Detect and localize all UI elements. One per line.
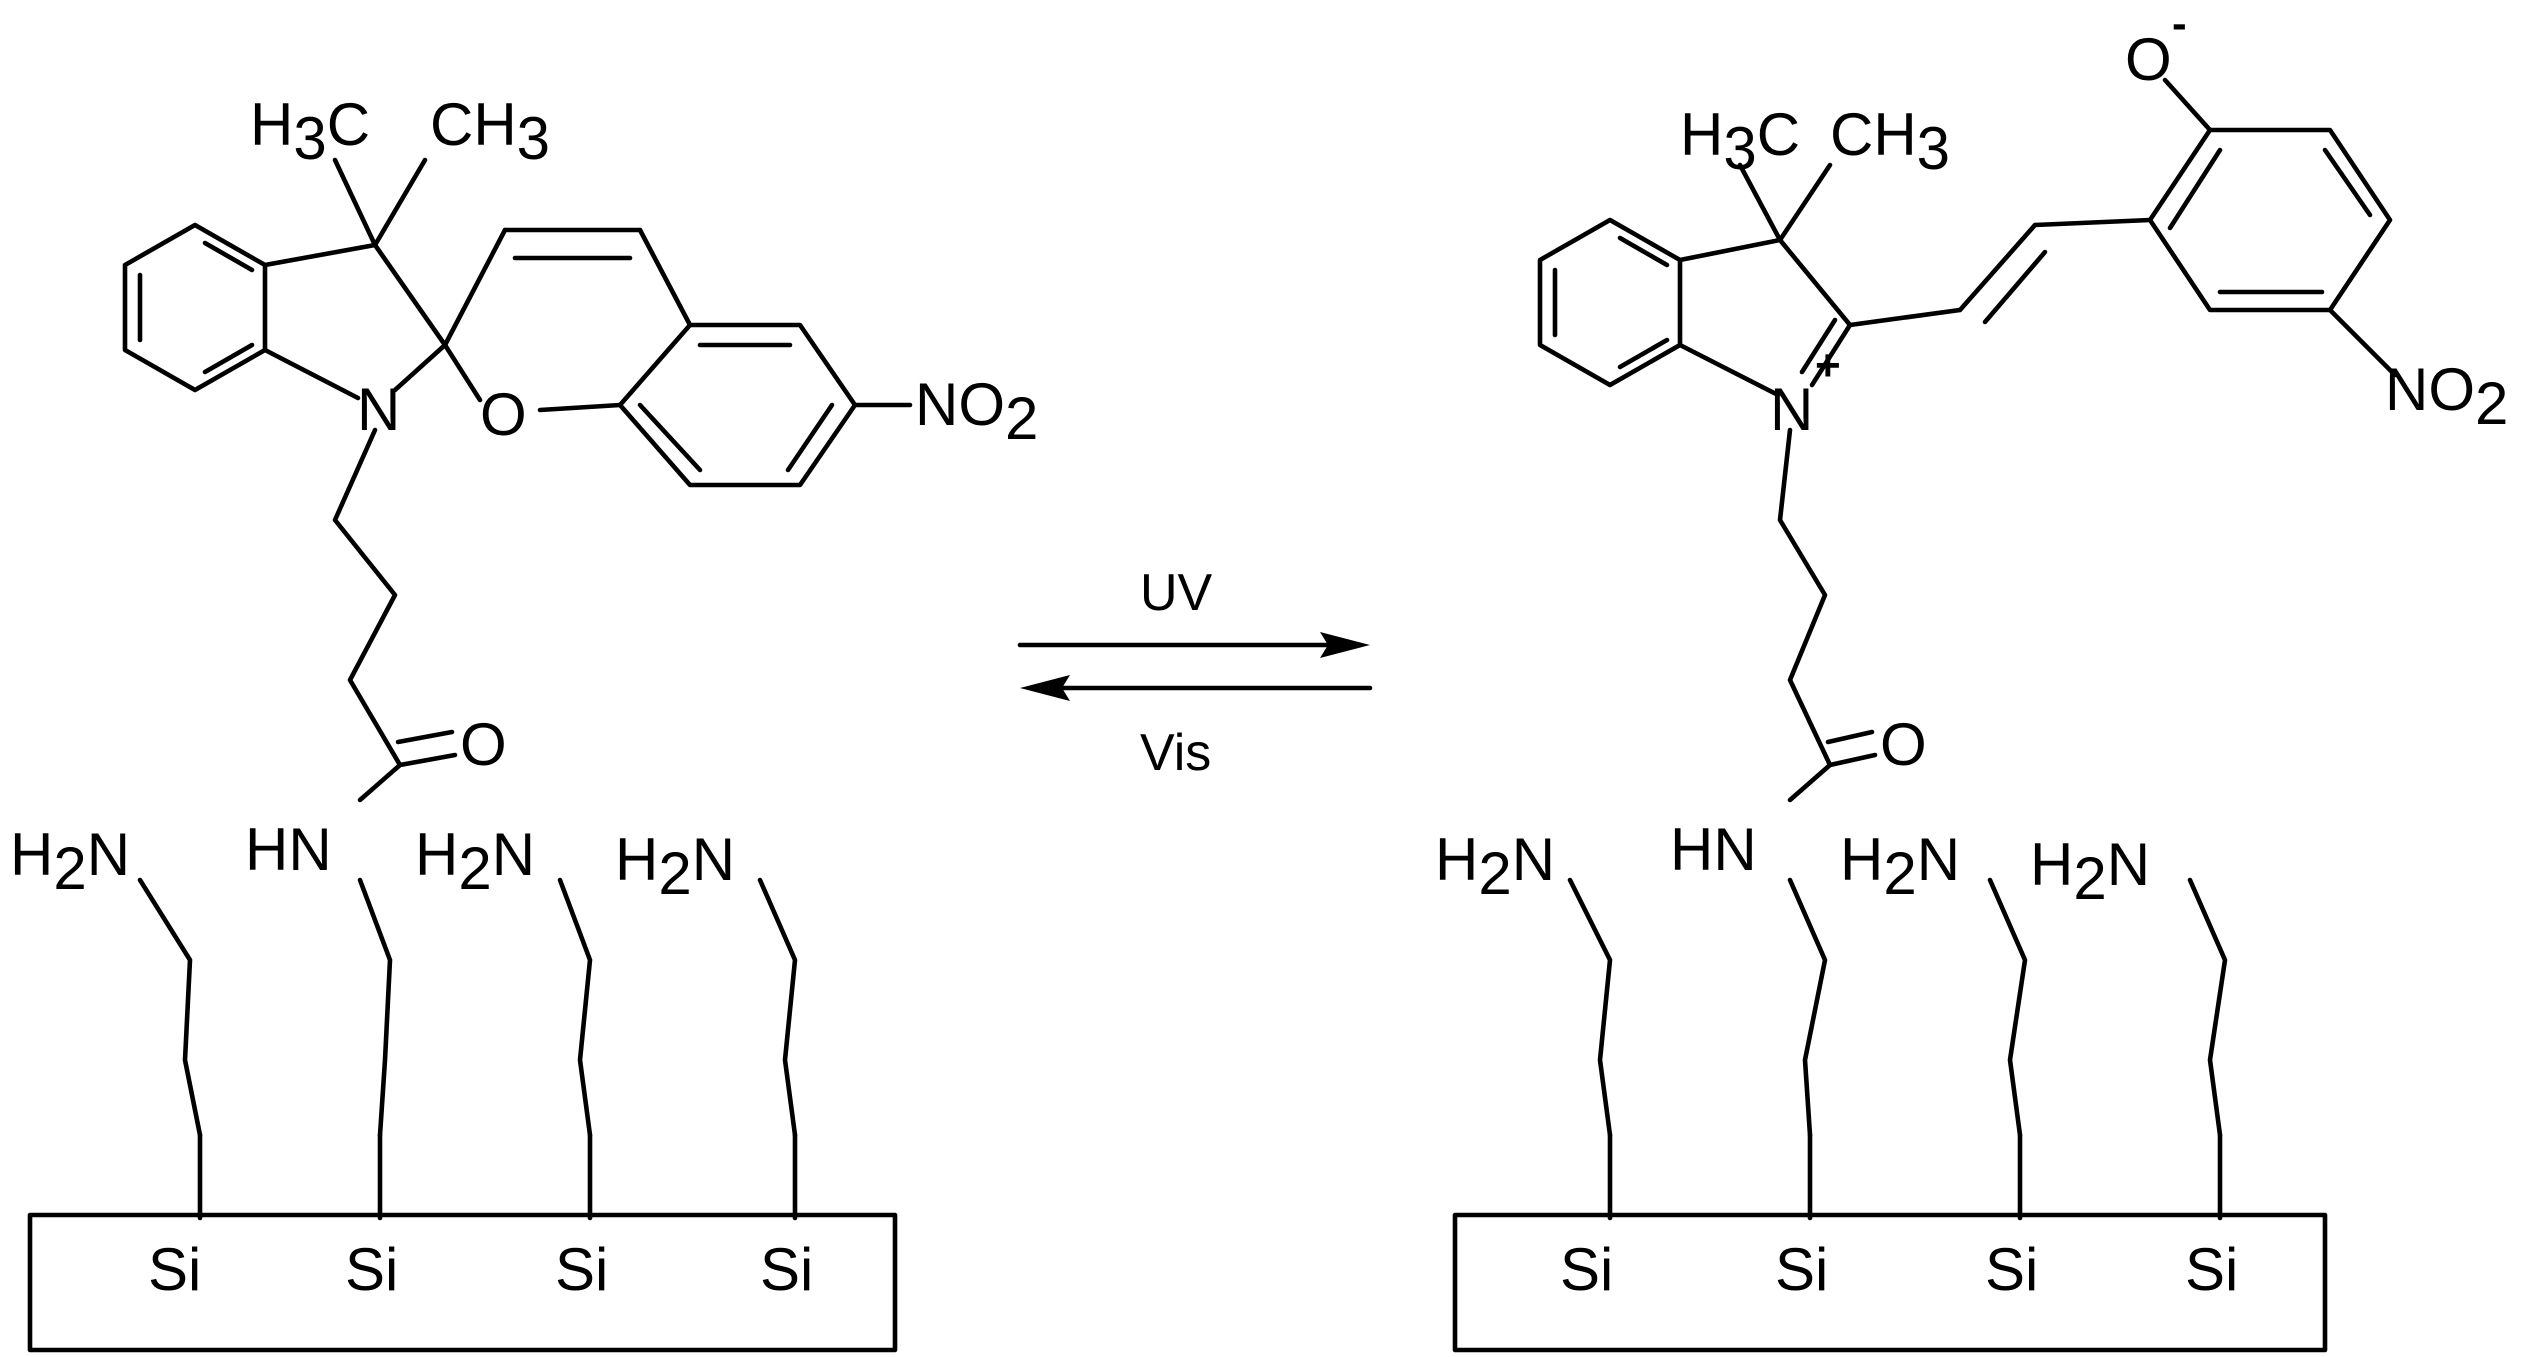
methyl-left-label: H3C	[250, 91, 370, 172]
mc-silicon-label-4: Si	[2185, 1236, 2238, 1303]
forward-arrowhead	[1320, 632, 1370, 658]
amine-label-2: H2N	[415, 821, 535, 902]
mc-silicon-label-3: Si	[1985, 1236, 2038, 1303]
silicon-label-2: Si	[345, 1236, 398, 1303]
mc-silicon-label-2: Si	[1775, 1236, 1828, 1303]
silicon-label-3: Si	[555, 1236, 608, 1303]
amine-label-1: H2N	[10, 821, 130, 902]
mc-amide-label: HN	[1670, 816, 1757, 883]
mc-amine-label-3: H2N	[2030, 831, 2150, 912]
nitro-label: NO2	[915, 371, 1038, 452]
silicon-label-1: Si	[148, 1236, 201, 1303]
merocyanine-bonds	[1452, 77, 2398, 1353]
vis-condition-label: Vis	[1140, 724, 1211, 782]
mc-methyl-right-label: CH3	[1830, 101, 1950, 182]
silicon-label-4: Si	[760, 1236, 813, 1303]
mc-nitrogen-charge: +	[1815, 341, 1841, 390]
mc-phenolate-charge: -	[2172, 0, 2187, 48]
mc-carbonyl-oxygen-label: O	[1880, 711, 1927, 778]
ring-oxygen-label: O	[480, 381, 527, 448]
methyl-right-label: CH3	[430, 91, 550, 172]
spiropyran-molecule: H3C CH3 N O NO2 O HN H2N H2N H2N Si Si S…	[10, 91, 1038, 1353]
mc-methyl-left-label: H3C	[1680, 101, 1800, 182]
carbonyl-oxygen-label: O	[460, 711, 507, 778]
merocyanine-molecule: H3C CH3 N + O - NO2 O HN H2N H2N H2N Si …	[1435, 0, 2508, 1353]
mc-nitro-label: NO2	[2385, 356, 2508, 437]
reverse-arrowhead	[1020, 675, 1070, 701]
mc-silicon-label-1: Si	[1560, 1236, 1613, 1303]
ring-nitrogen-label: N	[357, 376, 400, 443]
spiropyran-bonds	[27, 157, 913, 1353]
amide-label: HN	[245, 816, 332, 883]
mc-phenolate-oxygen-label: O	[2125, 26, 2172, 93]
mc-amine-label-1: H2N	[1435, 826, 1555, 907]
uv-condition-label: UV	[1140, 564, 1213, 622]
equilibrium-arrows: UV Vis	[1017, 564, 1373, 782]
mc-amine-label-2: H2N	[1840, 826, 1960, 907]
amine-label-3: H2N	[615, 826, 735, 907]
mc-ring-nitrogen-label: N	[1770, 376, 1813, 443]
